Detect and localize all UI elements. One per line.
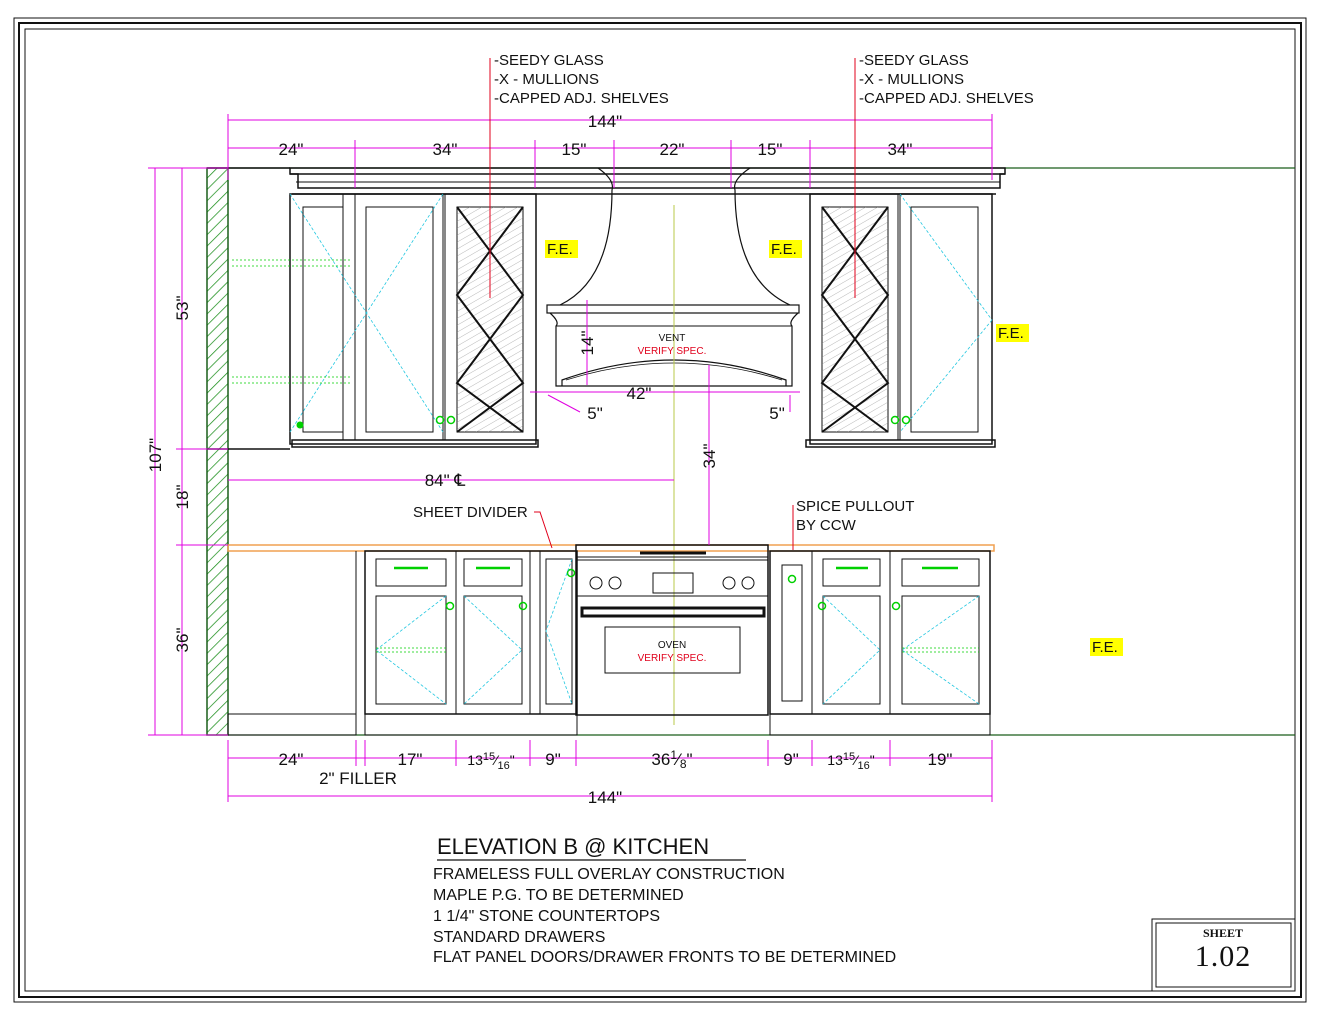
top-dim-2: 34": [433, 140, 458, 159]
height-upper-dim: 53": [173, 296, 192, 321]
frac-c-num: 15: [843, 751, 855, 763]
spice-pullout-note-2: BY CCW: [796, 517, 857, 534]
bottom-dim-5: 361⁄8": [651, 748, 692, 771]
fe-label-3: F.E.: [998, 325, 1024, 342]
frac-b-num: 1: [670, 748, 677, 762]
vent-label: VENT: [659, 333, 686, 344]
upper-cabinet-left: [232, 193, 539, 448]
height-gap-dim: 18": [173, 485, 192, 510]
spec-line-4: STANDARD DRAWERS: [433, 929, 605, 946]
wall-section: [206, 167, 1295, 736]
base-cabinets: [227, 544, 995, 736]
fe-label-1: F.E.: [547, 241, 573, 258]
fe-label-4: F.E.: [1092, 639, 1118, 656]
spec-line-3: 1 1/4" STONE COUNTERTOPS: [433, 908, 660, 925]
appliance-labels: VENT VERIFY SPEC. OVEN VERIFY SPEC.: [638, 333, 707, 664]
spec-line-5: FLAT PANEL DOORS/DRAWER FRONTS TO BE DET…: [433, 949, 896, 966]
top-dim-3: 15": [562, 140, 587, 159]
hood-height-dim: 14": [578, 331, 597, 356]
spec-line-2: MAPLE P.G. TO BE DETERMINED: [433, 887, 684, 904]
dimension-lines: [148, 58, 993, 802]
sheet-number: 1.02: [1195, 940, 1252, 973]
top-dim-6: 34": [888, 140, 913, 159]
spice-pullout-note-1: SPICE PULLOUT: [796, 498, 914, 515]
crown-molding: [289, 167, 1006, 195]
height-total-dim: 107": [146, 438, 165, 472]
top-dim-5: 15": [758, 140, 783, 159]
bottom-dim-6: 9": [783, 750, 799, 769]
fe-label-2: F.E.: [771, 241, 797, 258]
glass-note-right-3: -CAPPED ADJ. SHELVES: [859, 90, 1034, 107]
frac-a-whole: 13: [467, 752, 483, 768]
callout-notes: -SEEDY GLASS -X - MULLIONS -CAPPED ADJ. …: [413, 52, 1034, 534]
frac-b-den: 8: [680, 757, 687, 771]
finished-end-markers: F.E. F.E. F.E. F.E.: [545, 240, 1123, 656]
vent-verify-label: VERIFY SPEC.: [638, 346, 707, 357]
top-dim-4: 22": [660, 140, 685, 159]
glass-note-left-2: -X - MULLIONS: [494, 71, 599, 88]
hood-width-dim: 42": [627, 384, 652, 403]
filler-label: 2" FILLER: [319, 769, 397, 788]
centerline-dim: 84" ℄: [425, 471, 466, 490]
hood-offset-right-dim: 5": [769, 404, 785, 423]
top-dim-1: 24": [279, 140, 304, 159]
range-oven: [575, 544, 769, 716]
bottom-dim-3: 1315⁄16": [467, 751, 514, 772]
frac-b-whole: 36: [651, 750, 670, 769]
drawing-title: ELEVATION B @ KITCHEN: [437, 834, 709, 859]
glass-note-left-1: -SEEDY GLASS: [494, 52, 604, 69]
sheet-border: [13, 17, 1307, 1003]
bottom-dim-2: 17": [398, 750, 423, 769]
top-total-dim: 144": [588, 112, 622, 131]
frac-a-num: 15: [483, 751, 495, 763]
glass-note-right-2: -X - MULLIONS: [859, 71, 964, 88]
frac-c-unit: ": [870, 752, 875, 768]
frac-a-den: 16: [497, 760, 509, 772]
sheet-label: SHEET: [1203, 926, 1243, 940]
hood-offset-left-dim: 5": [587, 404, 603, 423]
frac-c-den: 16: [857, 760, 869, 772]
range-hood: [546, 167, 800, 725]
hood-to-range-dim: 34": [700, 444, 719, 469]
upper-cabinet-right: [805, 193, 996, 448]
sheet-number-box: SHEET 1.02: [1151, 918, 1296, 992]
bottom-dim-4: 9": [545, 750, 561, 769]
title-block: ELEVATION B @ KITCHEN FRAMELESS FULL OVE…: [433, 834, 896, 966]
sheet-divider-note: SHEET DIVIDER: [413, 504, 528, 521]
glass-note-left-3: -CAPPED ADJ. SHELVES: [494, 90, 669, 107]
frac-a-unit: ": [510, 752, 515, 768]
bottom-total-dim: 144": [588, 788, 622, 807]
bottom-dim-1: 24": [279, 750, 304, 769]
bottom-dim-8: 19": [928, 750, 953, 769]
bottom-dim-7: 1315⁄16": [827, 751, 874, 772]
height-base-dim: 36": [173, 628, 192, 653]
oven-label: OVEN: [658, 640, 686, 651]
spec-line-1: FRAMELESS FULL OVERLAY CONSTRUCTION: [433, 866, 785, 883]
oven-verify-label: VERIFY SPEC.: [638, 653, 707, 664]
frac-b-unit: ": [687, 750, 693, 769]
glass-note-right-1: -SEEDY GLASS: [859, 52, 969, 69]
frac-c-whole: 13: [827, 752, 843, 768]
dimension-labels: 144" 24" 34" 15" 22" 15" 34" 107" 53" 18…: [146, 112, 952, 807]
